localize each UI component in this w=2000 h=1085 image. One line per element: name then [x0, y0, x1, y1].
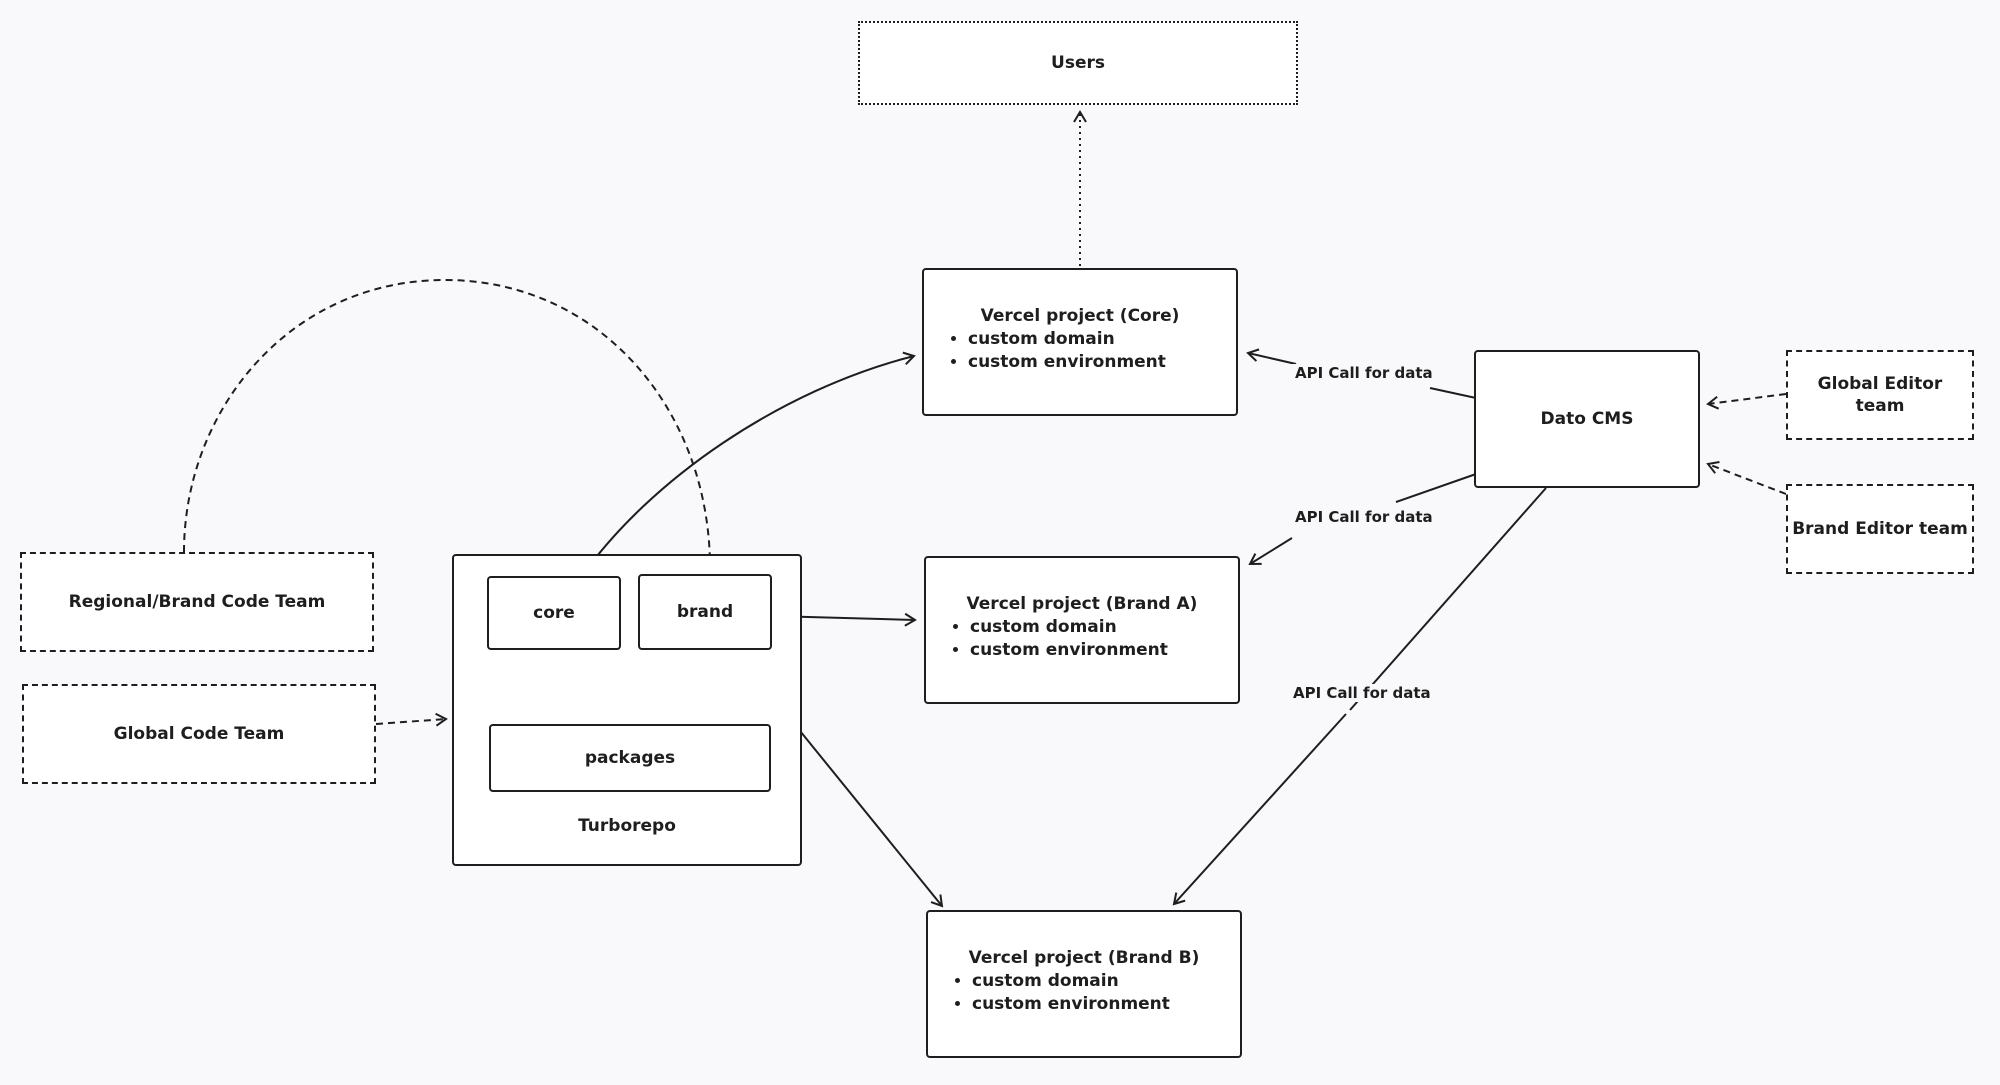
vercel-core-bullet-environment: custom environment [968, 351, 1216, 374]
edge-global-code-team-to-turborepo [375, 712, 448, 727]
global-code-team-node: Global Code Team [22, 684, 376, 784]
vercel-brand-b-bullet-domain: custom domain [972, 970, 1220, 993]
edge-regional-team-to-brand [183, 278, 717, 570]
edge-label-api-brand-a: API Call for data [1292, 508, 1436, 526]
vercel-project-brand-b: Vercel project (Brand B) custom domain c… [926, 910, 1242, 1058]
brand-editor-team-node: Brand Editor team [1786, 484, 1974, 574]
vercel-core-title: Vercel project (Core) [980, 306, 1180, 326]
vercel-project-core: Vercel project (Core) custom domain cust… [922, 268, 1238, 416]
vercel-brand-a-bullets: custom domain custom environment [946, 616, 1218, 662]
edge-global-editor-to-dato [1706, 393, 1787, 410]
dato-cms-label: Dato CMS [1540, 409, 1634, 429]
vercel-brand-a-title: Vercel project (Brand A) [966, 594, 1198, 614]
vercel-brand-a-bullet-domain: custom domain [970, 616, 1218, 639]
edge-label-api-core: API Call for data [1292, 364, 1436, 382]
edge-dato-to-vercel-brand-b-tip [1172, 713, 1347, 906]
regional-brand-code-team-node: Regional/Brand Code Team [20, 552, 374, 652]
edge-dato-to-vercel-core [1429, 387, 1477, 399]
edge-dato-to-vercel-brand-a [1395, 473, 1477, 503]
edge-dato-to-vercel-core-tip [1246, 348, 1297, 365]
edge-brand-editor-to-dato [1706, 461, 1787, 495]
vercel-brand-b-bullet-environment: custom environment [972, 993, 1220, 1016]
edge-dato-to-vercel-brand-a-tip [1248, 537, 1293, 566]
edge-dato-to-vercel-brand-b [1349, 487, 1547, 711]
edge-label-api-brand-b: API Call for data [1290, 684, 1434, 702]
global-code-team-label: Global Code Team [113, 724, 285, 744]
vercel-core-bullets: custom domain custom environment [944, 328, 1216, 374]
users-label: Users [1051, 53, 1105, 73]
brand-editor-team-label: Brand Editor team [1792, 519, 1968, 539]
vercel-brand-b-title: Vercel project (Brand B) [968, 948, 1200, 968]
global-editor-team-node: Global Editor team [1786, 350, 1974, 440]
core-package-node: core [487, 576, 621, 650]
regional-brand-code-team-label: Regional/Brand Code Team [68, 592, 326, 612]
turborepo-label: Turborepo [578, 816, 676, 836]
edge-core-to-vercel-core [581, 351, 916, 577]
packages-label: packages [584, 748, 676, 768]
dato-cms-node: Dato CMS [1474, 350, 1700, 488]
core-package-label: core [533, 603, 575, 623]
vercel-core-bullet-domain: custom domain [968, 328, 1216, 351]
global-editor-team-label: Global Editor team [1817, 374, 1943, 416]
vercel-project-brand-a: Vercel project (Brand A) custom domain c… [924, 556, 1240, 704]
vercel-brand-a-bullet-environment: custom environment [970, 639, 1218, 662]
users-node: Users [858, 21, 1298, 105]
packages-node: packages [489, 724, 771, 792]
brand-package-label: brand [676, 602, 734, 622]
vercel-brand-b-bullets: custom domain custom environment [948, 970, 1220, 1016]
brand-package-node: brand [638, 574, 772, 650]
